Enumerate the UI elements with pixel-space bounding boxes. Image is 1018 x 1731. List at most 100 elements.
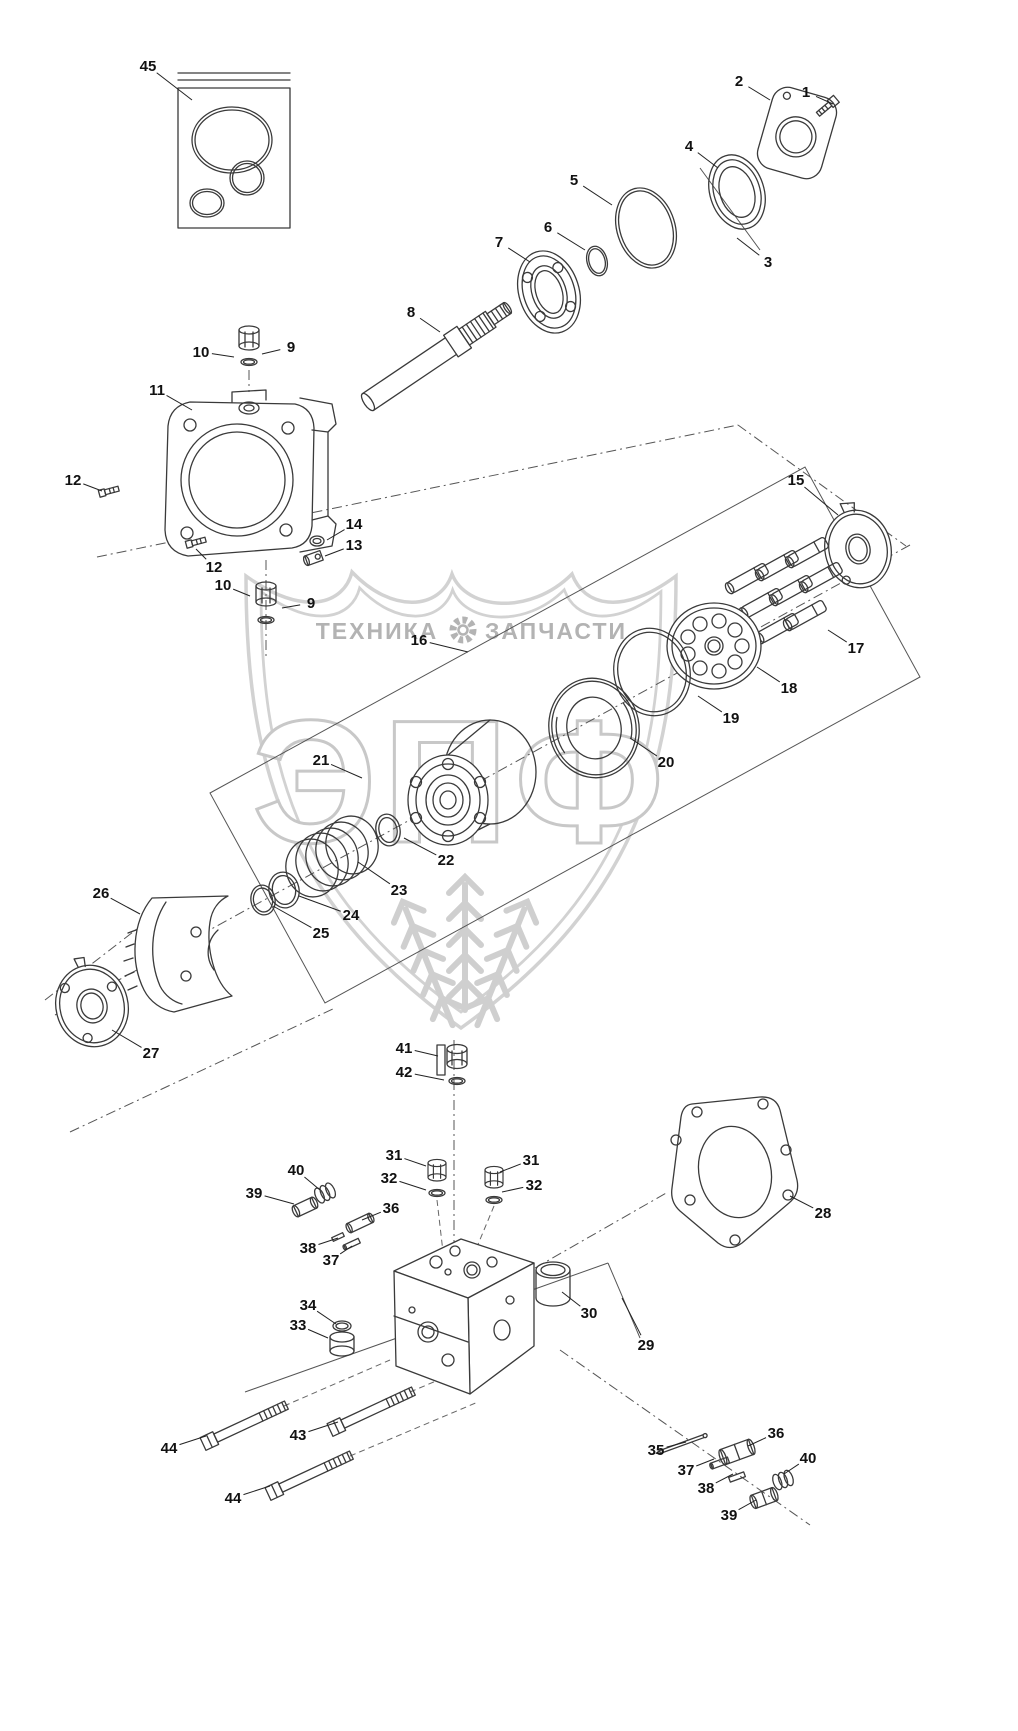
part-number-label: 36 <box>383 1200 400 1217</box>
part-number-label: 31 <box>523 1152 540 1169</box>
group-3-bracket <box>699 167 761 251</box>
valve-assembly-box-line2 <box>607 1262 641 1339</box>
part-number-label: 38 <box>300 1240 317 1257</box>
leader-line <box>339 1245 353 1255</box>
part-41-plug <box>436 1043 468 1076</box>
part-number-label: 14 <box>346 516 363 533</box>
part-number-label: 9 <box>287 339 295 356</box>
leader-line <box>403 837 437 856</box>
gear-icon <box>449 616 477 644</box>
part-number-label: 37 <box>678 1462 695 1479</box>
leader-line <box>232 588 251 597</box>
part-39-plug-a <box>291 1196 319 1218</box>
part-number-label: 7 <box>495 234 503 251</box>
part-29-valve-block <box>393 1238 535 1395</box>
part-32-oring-a <box>428 1188 446 1198</box>
leader-line <box>211 353 235 358</box>
part-number-label: 22 <box>438 852 455 869</box>
part-4-seal <box>708 154 766 230</box>
part-36-sleeve-b <box>718 1438 756 1466</box>
leader-line <box>715 1473 734 1484</box>
rotating-group-box <box>209 466 921 1004</box>
part-36-sleeve-a <box>345 1212 375 1234</box>
part-27-plate <box>55 956 129 1048</box>
part-number-label: 38 <box>698 1480 715 1497</box>
part-number-label: 5 <box>570 172 578 189</box>
part-number-label: 36 <box>768 1425 785 1442</box>
part-38-pin-a <box>331 1232 345 1242</box>
leader-line <box>261 349 281 355</box>
part-28-gasket <box>670 1096 799 1249</box>
part-40-spring-a <box>313 1182 337 1204</box>
part-35-needle <box>655 1432 708 1455</box>
leader-line <box>697 695 723 713</box>
part-number-label: 24 <box>343 907 360 924</box>
leader-line <box>316 1310 337 1325</box>
leader-line <box>318 1237 339 1245</box>
part-11-housing <box>164 389 337 557</box>
part-number-label: 11 <box>149 382 165 399</box>
leader-line <box>326 529 345 541</box>
leader-line <box>111 1029 142 1048</box>
leader-line <box>243 1485 271 1496</box>
part-13-fitting <box>302 549 324 567</box>
leader-line <box>281 604 301 609</box>
part-number-label: 31 <box>386 1147 403 1164</box>
part-37-pin-a <box>342 1237 361 1251</box>
leader-line <box>827 629 848 643</box>
part-number-label: 40 <box>288 1162 305 1179</box>
part-12-screw-a <box>97 485 120 498</box>
leader-line <box>738 1499 757 1511</box>
leader-line <box>324 548 344 557</box>
part-number-label: 39 <box>721 1507 738 1524</box>
leader-line <box>747 1437 767 1447</box>
part-25-ring <box>250 884 276 916</box>
part-5-oring <box>614 187 678 269</box>
leader-line <box>166 395 193 411</box>
part-42-oring <box>448 1076 466 1086</box>
part-21-drum-bearing <box>407 719 537 846</box>
part-number-label: 35 <box>648 1442 665 1459</box>
part-30-bushing <box>535 1261 571 1307</box>
part-number-label: 17 <box>848 640 865 657</box>
part-number-label: 30 <box>581 1305 598 1322</box>
part-number-label: 21 <box>313 752 330 769</box>
watermark-text-right: ЗАПЧАСТИ <box>485 618 627 644</box>
leader-line <box>666 1441 687 1448</box>
part-14-ring <box>309 535 325 547</box>
leader-line <box>179 1435 207 1446</box>
part-34-ring <box>332 1320 352 1332</box>
part-number-label: 13 <box>346 537 363 554</box>
part-number-label: 16 <box>411 632 428 649</box>
part-number-label: 43 <box>290 1427 307 1444</box>
part-2-end-plate <box>756 86 838 180</box>
leader-line <box>414 1050 439 1057</box>
part-20-port-plate <box>548 677 640 779</box>
leader-line <box>304 1176 321 1191</box>
part-1-screw <box>815 94 840 117</box>
leader-line <box>621 1297 642 1336</box>
part-31-plug-b <box>484 1165 504 1189</box>
part-7-bearing <box>517 250 581 334</box>
leader-line <box>815 96 834 105</box>
part-44-bolt-a <box>199 1398 290 1451</box>
part-number-label: 1 <box>802 84 810 101</box>
part-number-label: 6 <box>544 219 552 236</box>
part-38-pin-b <box>727 1471 747 1483</box>
part-number-label: 44 <box>225 1490 242 1507</box>
leader-line <box>696 1458 715 1467</box>
leader-line <box>110 897 141 915</box>
part-number-label: 10 <box>215 577 232 594</box>
part-number-label: 9 <box>307 595 315 612</box>
leader-line <box>195 548 207 560</box>
part-26-cradle <box>123 895 233 1013</box>
leader-line <box>357 861 391 885</box>
part-number-label: 25 <box>313 925 330 942</box>
leader-line <box>414 1073 445 1081</box>
part-10-plug-top <box>238 325 260 351</box>
part-43-bolt <box>326 1384 417 1437</box>
part-number-label: 15 <box>788 472 805 489</box>
